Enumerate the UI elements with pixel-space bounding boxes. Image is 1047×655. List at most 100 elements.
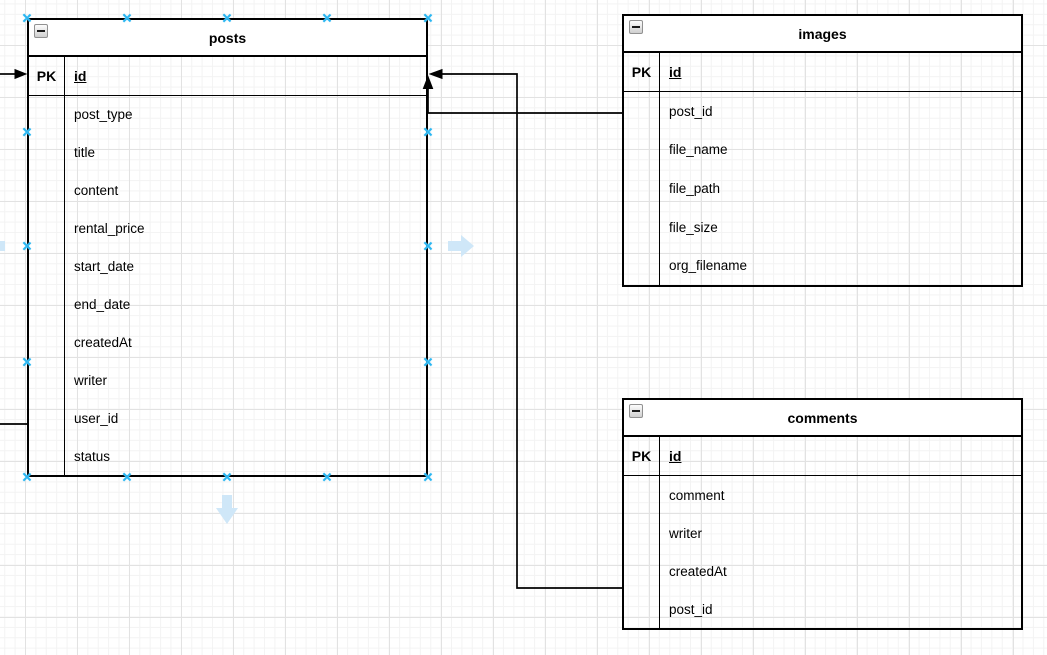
table-comments-body: PK id comment writer createdAt post_id <box>624 437 1021 628</box>
field-name: user_id <box>74 410 119 426</box>
pk-column-cell <box>624 169 660 208</box>
connection-point-icon[interactable] <box>424 358 433 367</box>
pk-field-name: id <box>74 68 87 84</box>
field-row[interactable]: post_id <box>624 92 1021 131</box>
pk-label: PK <box>29 57 65 95</box>
field-name: status <box>74 448 111 464</box>
collapse-icon[interactable] <box>629 20 643 34</box>
pk-column-cell <box>29 133 65 172</box>
field-row[interactable]: title <box>29 133 426 172</box>
connection-point-icon[interactable] <box>323 14 332 23</box>
field-row[interactable]: content <box>29 171 426 210</box>
table-title: comments <box>787 409 858 426</box>
connection-point-icon[interactable] <box>23 14 32 23</box>
connection-point-icon[interactable] <box>223 473 232 482</box>
field-name: start_date <box>74 259 135 275</box>
connection-point-icon[interactable] <box>23 358 32 367</box>
field-rows: post_type title content rental_price sta… <box>29 96 426 476</box>
minus-glyph <box>632 26 640 28</box>
table-comments-header[interactable]: comments <box>624 400 1021 437</box>
field-row[interactable]: file_path <box>624 169 1021 208</box>
left-arrow-partial-icon[interactable] <box>0 241 5 251</box>
field-name: end_date <box>74 296 131 312</box>
pk-label: PK <box>624 437 660 475</box>
field-row[interactable]: post_id <box>624 590 1021 628</box>
field-name: title <box>74 145 96 161</box>
field-name: writer <box>669 525 702 541</box>
right-arrow-icon[interactable] <box>448 235 474 257</box>
connection-point-icon[interactable] <box>424 473 433 482</box>
pk-row[interactable]: PK id <box>624 53 1021 92</box>
pk-column-cell <box>624 130 660 170</box>
connection-point-icon[interactable] <box>424 128 433 137</box>
field-row[interactable]: org_filename <box>624 246 1021 285</box>
table-images-header[interactable]: images <box>624 16 1021 53</box>
table-posts-body: PK id post_type title content rental_pri… <box>29 57 426 476</box>
connector-comments-to-posts[interactable] <box>428 68 622 589</box>
collapse-icon[interactable] <box>34 24 48 38</box>
pk-column-cell <box>29 323 65 362</box>
field-name: file_name <box>669 142 728 158</box>
field-name: rental_price <box>74 221 145 237</box>
pk-column-cell <box>624 552 660 590</box>
pk-column-cell <box>29 437 65 476</box>
field-row[interactable]: createdAt <box>624 552 1021 590</box>
pk-column-cell <box>29 285 65 324</box>
pk-column-cell <box>29 96 65 134</box>
pk-column-cell <box>624 207 660 247</box>
field-row[interactable]: post_type <box>29 96 426 134</box>
pk-row[interactable]: PK id <box>29 57 426 96</box>
field-name: content <box>74 183 119 199</box>
field-row[interactable]: file_size <box>624 207 1021 247</box>
pk-column-cell <box>29 399 65 438</box>
connector-left-to-posts-id[interactable] <box>0 68 28 80</box>
connection-point-icon[interactable] <box>23 242 32 251</box>
field-row[interactable]: createdAt <box>29 323 426 362</box>
connection-point-icon[interactable] <box>424 242 433 251</box>
field-name: post_id <box>669 103 713 119</box>
collapse-icon[interactable] <box>629 404 643 418</box>
field-rows: post_id file_name file_path file_size or… <box>624 92 1021 285</box>
field-name: post_type <box>74 107 133 123</box>
pk-column-cell <box>29 247 65 286</box>
pk-column-cell <box>624 514 660 552</box>
field-name: file_size <box>669 219 718 235</box>
field-row[interactable]: file_name <box>624 130 1021 170</box>
field-row[interactable]: end_date <box>29 285 426 324</box>
minus-glyph <box>37 30 45 32</box>
connection-point-icon[interactable] <box>23 473 32 482</box>
minus-glyph <box>632 410 640 412</box>
field-row[interactable]: comment <box>624 476 1021 514</box>
connection-point-icon[interactable] <box>123 473 132 482</box>
pk-column-cell <box>624 590 660 628</box>
field-row[interactable]: writer <box>624 514 1021 552</box>
table-posts-header[interactable]: posts <box>29 20 426 57</box>
pk-field-name: id <box>669 448 682 464</box>
table-comments[interactable]: comments PK id comment writer createdAt … <box>622 398 1023 630</box>
table-images[interactable]: images PK id post_id file_name file_path… <box>622 14 1023 287</box>
pk-row[interactable]: PK id <box>624 437 1021 476</box>
pk-column-cell <box>624 246 660 285</box>
field-row[interactable]: status <box>29 437 426 476</box>
table-posts[interactable]: posts PK id post_type title content rent… <box>27 18 428 477</box>
connector-images-to-posts[interactable] <box>422 75 622 114</box>
connection-point-icon[interactable] <box>424 14 433 23</box>
pk-column-cell <box>624 476 660 514</box>
field-row[interactable]: user_id <box>29 399 426 438</box>
connection-point-icon[interactable] <box>23 128 32 137</box>
down-arrow-icon[interactable] <box>216 495 238 524</box>
field-row[interactable]: start_date <box>29 247 426 286</box>
field-row[interactable]: writer <box>29 361 426 400</box>
field-name: file_path <box>669 180 721 196</box>
connection-point-icon[interactable] <box>223 14 232 23</box>
table-title: posts <box>208 29 247 46</box>
field-name: comment <box>669 487 725 503</box>
field-name: createdAt <box>669 563 727 579</box>
field-row[interactable]: rental_price <box>29 209 426 248</box>
pk-field-name: id <box>669 64 682 80</box>
pk-column-cell <box>29 171 65 210</box>
connection-point-icon[interactable] <box>323 473 332 482</box>
field-name: createdAt <box>74 334 132 350</box>
connection-point-icon[interactable] <box>123 14 132 23</box>
